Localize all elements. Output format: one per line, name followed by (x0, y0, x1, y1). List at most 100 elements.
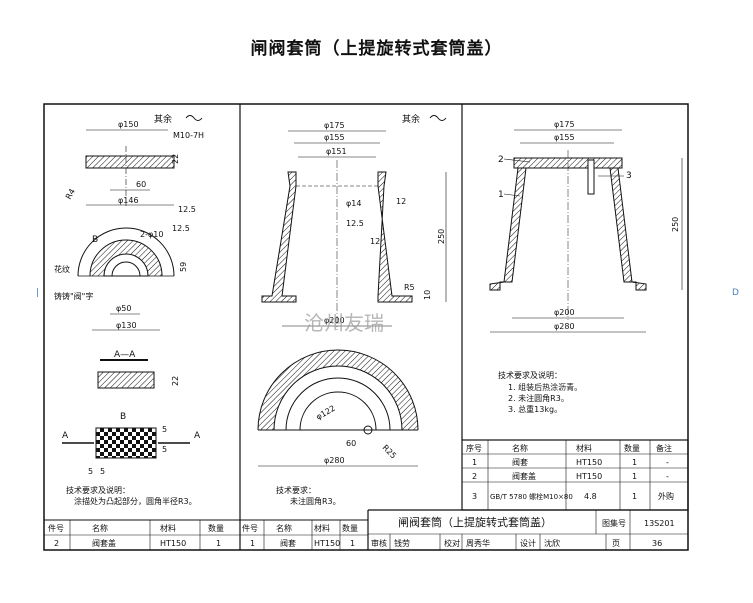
section-aa: A—A 22 (97, 350, 180, 389)
bm-r0: 1 (250, 539, 255, 548)
parts-h1: 名称 (512, 443, 528, 453)
bm-h1: 名称 (276, 523, 292, 533)
note-right-item-0: 1. 组装后热涂沥青。 (508, 382, 582, 392)
bl-r0: 2 (54, 539, 59, 548)
title-block-page-no: 36 (652, 539, 662, 548)
view-b-a-right: A (194, 431, 201, 441)
parts-r1-c1: 阀套盖 (512, 471, 536, 481)
view2-d200: φ200 (324, 316, 345, 325)
view2-t12b: 12 (370, 237, 380, 246)
parts-h3: 数量 (624, 443, 640, 453)
view2-ra: 12.5 (346, 219, 364, 228)
parts-r2-c1: GB/T 5780 螺栓M10×80 (490, 492, 573, 501)
parts-r2-c2: 4.8 (584, 492, 597, 501)
bl-r2: HT150 (160, 539, 186, 548)
view3-d280: φ280 (554, 322, 575, 331)
bm-h3: 数量 (342, 523, 358, 533)
view1-d50: φ50 (116, 304, 131, 313)
view2-d14: φ14 (346, 199, 361, 208)
parts-h2: 材料 (576, 443, 592, 453)
bm-h0: 件号 (242, 523, 258, 533)
view1-d150: φ150 (118, 120, 139, 129)
title-block-atlas-no: 13S201 (644, 519, 675, 528)
section-aa-label: A—A (114, 350, 136, 360)
view3-h250: 250 (671, 217, 680, 232)
view1-ra2: 12.5 (172, 224, 190, 233)
bm-r2: HT150 (314, 539, 340, 548)
parts-r0-c3: 1 (632, 458, 637, 467)
parts-r2-c0: 3 (472, 492, 477, 501)
view2-d155: φ155 (324, 133, 345, 142)
view3-c2: 2 (498, 155, 504, 165)
view1-cover: 其余 φ150 M10-7H 22 60 R4 φ146 12.5 B 2-φ1… (54, 113, 204, 331)
view1-zhu: 铸铸"阀"字 (54, 291, 93, 301)
parts-r1-c2: HT150 (576, 472, 602, 481)
left-edge-mark: | (36, 288, 40, 298)
parts-r0-c4: - (666, 458, 669, 467)
bm-r3: 1 (350, 539, 355, 548)
view2-sleeve: 其余 φ175 φ155 φ151 φ14 12.5 12 12 250 R5 … (257, 113, 447, 467)
view-b-dim-3: 5 (162, 445, 167, 454)
parts-h0: 序号 (466, 443, 482, 453)
view1-ra: 12.5 (178, 205, 196, 214)
view2-r25: R25 (381, 443, 399, 461)
note-left-heading: 技术要求及说明： (66, 485, 130, 495)
parts-r1-c0: 2 (472, 472, 477, 481)
view2-t12a: 12 (396, 197, 406, 206)
title-block-designer: 沈欣 (544, 538, 560, 548)
title-block-reviewer: 钱劳 (394, 538, 410, 548)
view3-c3: 3 (626, 171, 632, 181)
note-right-heading: 技术要求及说明： (498, 370, 562, 380)
view3-d175: φ175 (554, 120, 575, 129)
note-right-item-1: 2. 未注圆角R3。 (508, 393, 569, 403)
view2-d60: 60 (346, 439, 356, 448)
view3-d155: φ155 (554, 133, 575, 142)
title-block: 闸阀套筒（上提旋转式套筒盖） 图集号 13S201 审核 钱劳 校对 周秀华 设… (368, 510, 688, 550)
note-left-line1: 涂描处为凸起部分，圆角半径R3。 (74, 496, 197, 506)
right-edge-mark: D (732, 288, 739, 298)
bl-r1: 阀套盖 (92, 538, 116, 548)
bm-r1: 阀套 (280, 538, 296, 548)
view-b-dim-0: 5 (88, 467, 93, 476)
parts-r0-c0: 1 (472, 458, 477, 467)
view2-d280: φ280 (324, 456, 345, 465)
view1-huawen: 花纹 (54, 264, 70, 274)
parts-r0-c1: 阀套 (512, 457, 528, 467)
watermark: 沧州友瑞 (304, 311, 384, 335)
outer-frame (43, 103, 689, 551)
view2-d175: φ175 (324, 121, 345, 130)
note-mid-heading: 技术要求： (276, 485, 316, 495)
parts-r1-c4: - (666, 472, 669, 481)
view-b-dim-2: 5 (162, 425, 167, 434)
bottom-mid-table: 件号 名称 材料 数量 1 阀套 HT150 1 (242, 520, 358, 550)
view3-d200: φ200 (554, 308, 575, 317)
view2-h10: 10 (423, 290, 432, 300)
parts-h4: 备注 (656, 443, 672, 453)
view-b-dim-1: 5 (100, 467, 105, 476)
title-block-name: 闸阀套筒（上提旋转式套筒盖） (398, 515, 552, 529)
view-b-a-left: A (62, 431, 69, 441)
bottom-left-table: 件号 名称 材料 数量 2 阀套盖 HT150 1 (44, 520, 368, 550)
bl-h2: 材料 (160, 523, 176, 533)
view1-rough-label: 其余 (154, 113, 172, 125)
bl-h3: 数量 (208, 523, 224, 533)
parts-r1-c3: 1 (632, 472, 637, 481)
view2-h250: 250 (437, 229, 446, 244)
bl-h1: 名称 (92, 523, 108, 533)
section-aa-dim: 22 (171, 376, 180, 386)
view1-d130: φ130 (116, 321, 137, 330)
view1-d146: φ146 (118, 196, 139, 205)
parts-r2-c3: 1 (632, 492, 637, 501)
view1-thread: M10-7H (173, 131, 204, 140)
title-block-page-label: 页 (612, 539, 620, 548)
parts-r0-c2: HT150 (576, 458, 602, 467)
view2-rough-label: 其余 (402, 113, 420, 125)
view1-b: B (92, 235, 98, 245)
title-block-check: 校对 (444, 538, 460, 548)
view1-plate (85, 155, 175, 169)
title-block-checker: 周秀华 (466, 538, 490, 548)
note-right-item-2: 3. 总重13kg。 (508, 404, 562, 414)
bm-h2: 材料 (314, 523, 330, 533)
view2-r5: R5 (404, 283, 415, 292)
view1-holes: 2-φ10 (140, 230, 163, 239)
